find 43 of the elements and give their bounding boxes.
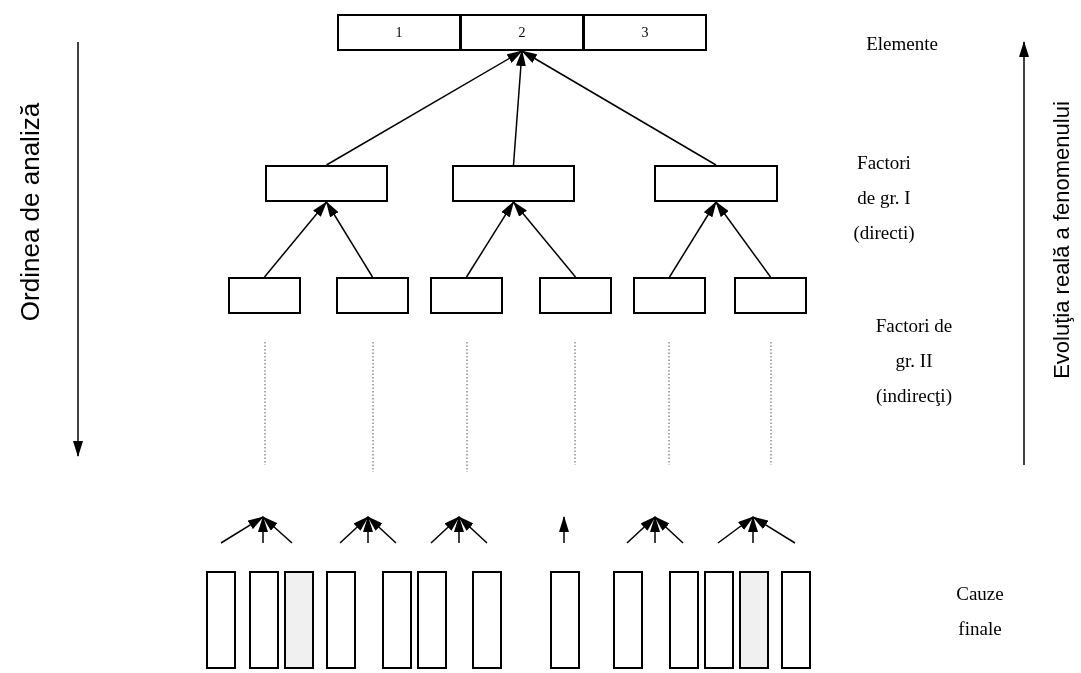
factor-box <box>539 277 612 314</box>
cause-box <box>739 571 769 669</box>
cause-box <box>382 571 412 669</box>
level-label: Elemente <box>865 32 939 56</box>
factor-box <box>452 165 575 202</box>
arrow <box>521 50 717 166</box>
table-cell <box>460 14 584 51</box>
cause-box <box>284 571 314 669</box>
arrow <box>325 201 374 278</box>
cause-box <box>206 571 236 669</box>
level-label: Factori de gr. I (directi) <box>853 151 915 245</box>
cell-number: 1 <box>395 24 403 41</box>
cause-box <box>550 571 580 669</box>
cause-box <box>249 571 279 669</box>
axis-label: Ordinea de analiză <box>14 102 46 322</box>
factor-box <box>336 277 409 314</box>
factor-box <box>654 165 778 202</box>
arrow <box>465 201 515 278</box>
factor-box <box>265 165 388 202</box>
arrow <box>715 201 772 278</box>
cause-box <box>417 571 447 669</box>
cause-box <box>704 571 734 669</box>
cause-box <box>781 571 811 669</box>
arrow <box>512 50 526 166</box>
arrow <box>512 201 577 278</box>
table-cell <box>337 14 461 51</box>
cause-box <box>613 571 643 669</box>
factor-box <box>228 277 301 314</box>
cell-number: 2 <box>518 24 526 41</box>
table-cell <box>583 14 707 51</box>
arrow <box>668 201 717 278</box>
cause-box <box>669 571 699 669</box>
factor-box <box>430 277 503 314</box>
factor-box <box>633 277 706 314</box>
level-label: Cauze finale <box>955 582 1005 641</box>
axis-label: Evoluţia reală a fenomenului <box>1049 101 1075 379</box>
cause-box <box>326 571 356 669</box>
level-label: Factori de gr. II (indirecţi) <box>874 314 954 408</box>
arrow <box>325 50 523 166</box>
cause-box <box>472 571 502 669</box>
arrow <box>263 201 328 278</box>
cell-number: 3 <box>641 24 649 41</box>
factor-box <box>734 277 807 314</box>
